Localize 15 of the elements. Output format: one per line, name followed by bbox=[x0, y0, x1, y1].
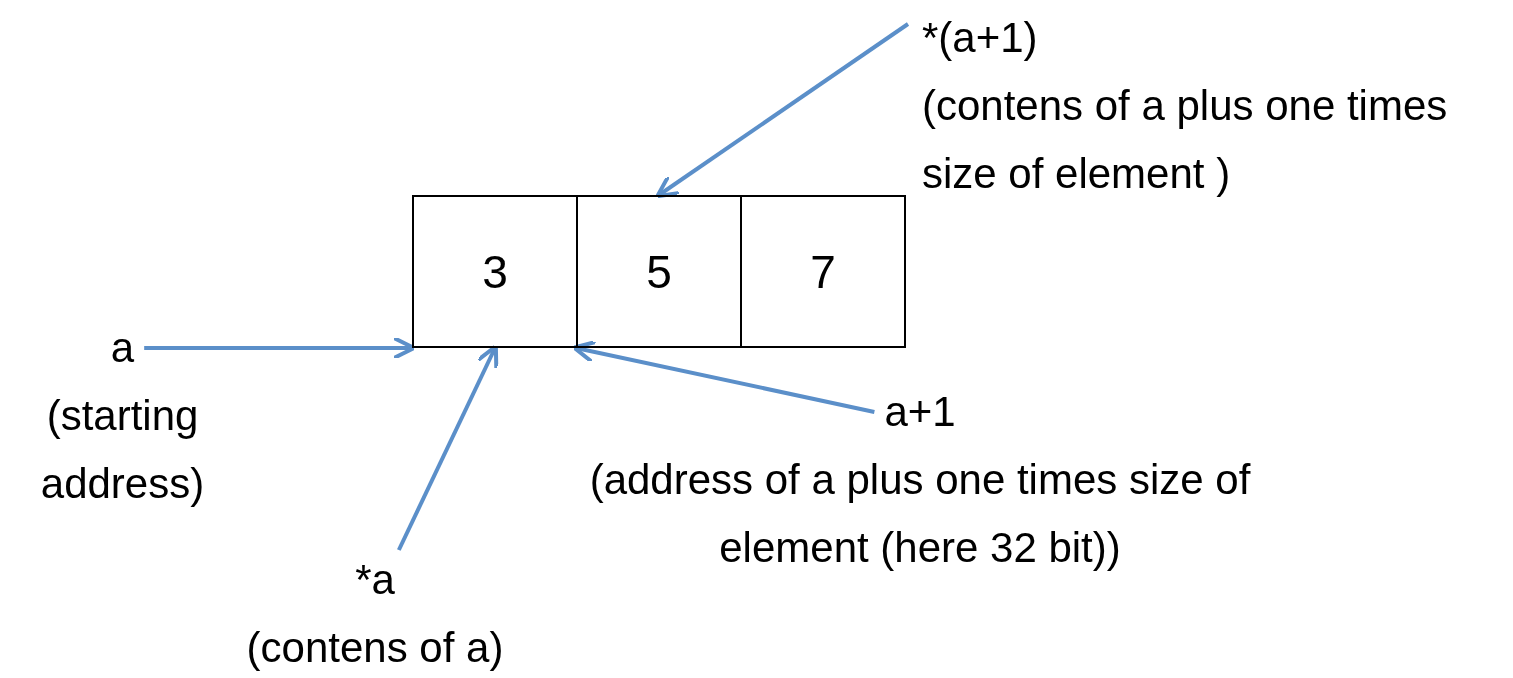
pointer-expression: a+1 bbox=[884, 387, 956, 437]
explanation-text: (contens of a) bbox=[246, 623, 504, 673]
array-cell: 5 bbox=[576, 195, 742, 348]
explanation-text: (address of a plus one times size of element (here 32 bit)) bbox=[588, 455, 1252, 573]
array-cell: 3 bbox=[412, 195, 578, 348]
array-cell: 7 bbox=[740, 195, 906, 348]
pointer-expression: a bbox=[110, 323, 135, 373]
pointer-expression: *a bbox=[355, 555, 395, 605]
arrow bbox=[572, 340, 875, 414]
explanation-text: (starting address) bbox=[39, 391, 206, 509]
arrow bbox=[655, 22, 910, 199]
arrow bbox=[144, 336, 416, 360]
pointer-expression: *(a+1) bbox=[922, 13, 1038, 63]
arrow bbox=[397, 344, 499, 551]
explanation-text: (contens of a plus one times size of element ) bbox=[922, 81, 1449, 199]
